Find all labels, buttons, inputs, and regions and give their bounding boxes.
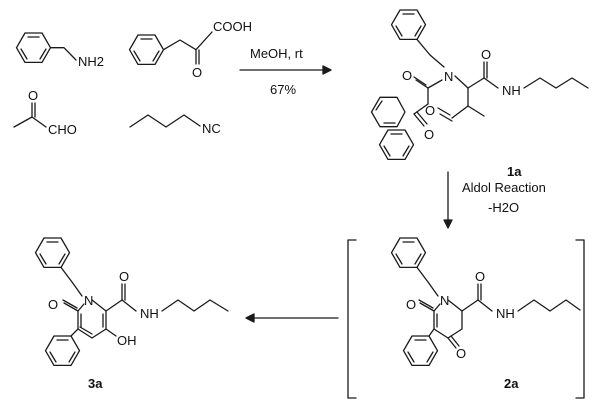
1a-keto-oxygen-2: O (424, 127, 434, 142)
compound-3a-structure: O OH O (34, 237, 229, 367)
right-bracket (575, 239, 585, 399)
left-bracket (347, 239, 357, 399)
1a-keto-oxygen-1: O (402, 68, 412, 83)
1a-amide-nh: NH (502, 83, 521, 98)
1a-acetyl-oxygen: O (425, 103, 435, 118)
butyl-isocyanide-structure: NC (129, 114, 221, 136)
3a-amide-oxygen: O (119, 269, 129, 284)
step1-arrow (239, 65, 332, 75)
acid-label: COOH (213, 19, 252, 34)
step2-arrow (443, 171, 453, 229)
compound-3a-label: 3a (88, 376, 103, 391)
1a-nitrogen: N (444, 69, 453, 84)
methylglyoxal-structure: O CHO (13, 88, 77, 137)
phenylglyoxylic-acid-structure: O COOH (128, 19, 252, 80)
isocyanide-label: NC (202, 121, 221, 136)
1a-amide-oxygen: O (481, 47, 491, 62)
step1-yield: 67% (270, 82, 296, 97)
2a-amide-nh: NH (496, 306, 515, 321)
benzylamine-structure: NH2 (15, 32, 104, 69)
2a-nitrogen: N (440, 293, 449, 308)
step1-conditions: MeOH, rt (250, 46, 303, 61)
acid-carbonyl-oxygen: O (192, 65, 202, 80)
aldehyde-label: CHO (48, 122, 77, 137)
compound-1a-structure: O O O O (370, 9, 589, 161)
2a-ring-oxygen: O (406, 297, 416, 312)
methylglyoxal-oxygen: O (28, 88, 38, 103)
compound-1a-label: 1a (507, 164, 522, 179)
3a-hydroxyl: OH (117, 333, 137, 348)
step3-arrow (245, 313, 339, 323)
amine-label: NH2 (78, 54, 104, 69)
2a-keto-oxygen: O (456, 346, 466, 361)
2a-amide-oxygen: O (475, 269, 485, 284)
step2-reaction: Aldol Reaction (462, 180, 546, 195)
3a-nitrogen: N (84, 293, 93, 308)
compound-2a-structure: O O O (390, 237, 581, 367)
3a-ring-oxygen: O (48, 297, 58, 312)
3a-amide-nh: NH (140, 306, 159, 321)
compound-2a-label: 2a (504, 376, 519, 391)
step2-byproduct: -H2O (488, 200, 519, 215)
